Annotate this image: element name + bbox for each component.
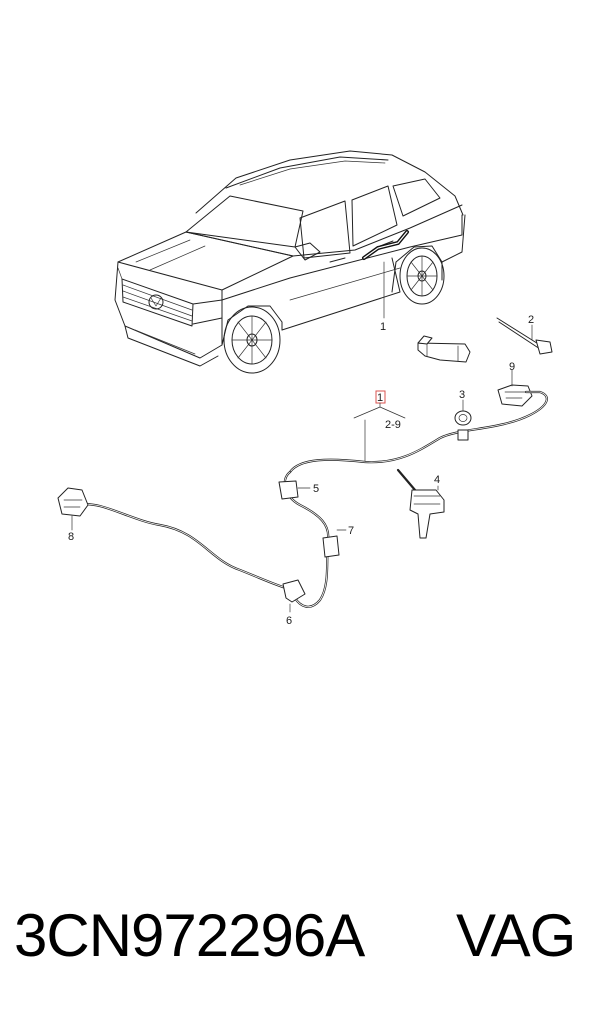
part-2-cable-tie [496, 317, 553, 355]
vehicle-illustration [114, 150, 466, 374]
part-number: 3CN972296A [14, 902, 365, 969]
callout-6: 6 [286, 615, 292, 627]
part-3-grommet [454, 399, 472, 426]
callout-5: 5 [313, 483, 319, 495]
callout-7: 7 [348, 525, 354, 537]
callout-3: 3 [459, 389, 465, 401]
callout-2: 2 [528, 314, 534, 326]
part-8-connector [57, 487, 89, 531]
part-9-connector [497, 369, 533, 407]
callout-range: 2-9 [385, 419, 401, 431]
callout-1-group: 1 [377, 392, 383, 404]
callout-1-vehicle: 1 [380, 321, 386, 333]
part-7-clip [322, 529, 347, 558]
callout-9: 9 [509, 361, 515, 373]
part-4-connector [409, 485, 445, 539]
group-bracket [353, 390, 406, 463]
part-6-connector [282, 579, 306, 613]
brand-label: VAG [456, 902, 576, 969]
part-5-clip [278, 480, 311, 500]
callout-4: 4 [434, 474, 440, 486]
door-handle-sketch [417, 335, 471, 363]
wiring-harness [78, 390, 548, 608]
callout-8: 8 [68, 531, 74, 543]
